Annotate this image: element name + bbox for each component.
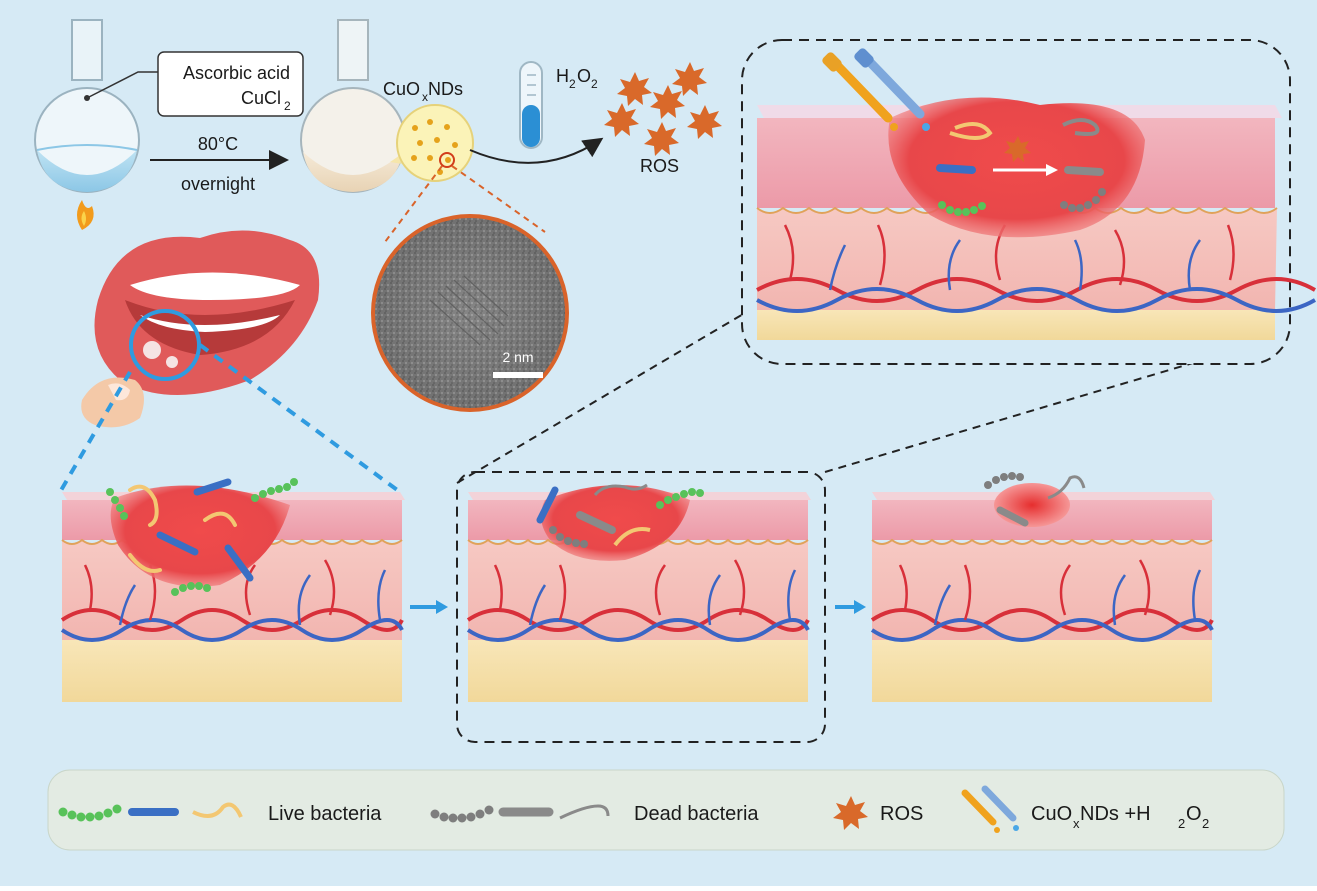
- reagent-line2-subscript: 2: [284, 99, 291, 113]
- product-label-subscript: x: [422, 90, 428, 104]
- legend-live-label: Live bacteria: [268, 803, 382, 825]
- zoom-line-left: [58, 370, 132, 494]
- dropper-icon: [822, 52, 898, 131]
- mouth-illustration: [81, 230, 320, 428]
- ros-cluster: [604, 62, 722, 156]
- legend-treatment-sub: x: [1073, 816, 1080, 831]
- legend-dead-bacteria-icons: [430, 804, 610, 823]
- ros-star-icon: [650, 85, 685, 119]
- skin-block-illustration: [60, 478, 405, 702]
- skin-block-illustration: [466, 483, 811, 702]
- reagent-box: [157, 51, 304, 117]
- legend-panel: [47, 769, 1285, 851]
- reagent-pointer-line: [86, 71, 158, 99]
- legend-live-bacteria-icons: [58, 802, 243, 822]
- legend-treatment-sub2: 2: [1178, 816, 1185, 831]
- lesion-highlight-circle: [129, 309, 201, 381]
- h2o2-sub1: 2: [569, 77, 576, 91]
- nanodot-droplet: [396, 104, 474, 182]
- legend-treatment-label: CuO: [1031, 803, 1072, 825]
- ros-star-icon: [604, 103, 639, 137]
- ros-star-icon: [687, 105, 722, 139]
- reagent-line2: CuCl: [241, 88, 281, 108]
- highlight-circle: [439, 152, 455, 168]
- h2o2-o: O: [577, 66, 591, 86]
- dropper-icon: [854, 48, 930, 131]
- legend-dead-label: Dead bacteria: [634, 803, 759, 825]
- test-tube-icon: [519, 61, 543, 149]
- treatment-dashed-frame: [456, 471, 826, 743]
- legend-ros-label: ROS: [880, 803, 923, 825]
- ros-star-icon: [672, 62, 707, 96]
- legend-treatment-mid: NDs +H: [1080, 803, 1151, 825]
- scale-bar-label: 2 nm: [502, 349, 533, 365]
- ros-star-icon: [644, 122, 679, 156]
- reaction-temperature: 80°C: [198, 134, 238, 154]
- reaction-duration: overnight: [181, 174, 255, 194]
- skin-block-illustration: [870, 472, 1215, 702]
- zoom-line-left: [384, 165, 443, 243]
- skin-block-illustration: [756, 97, 1317, 340]
- legend-ros-icon: [833, 796, 868, 830]
- product-label: CuO: [383, 79, 420, 99]
- zoom-line-right: [824, 351, 1231, 473]
- flame-icon: [77, 200, 94, 230]
- nanodots: [411, 119, 458, 175]
- progress-arrow-head: [436, 600, 448, 614]
- tem-image: 2 nm: [371, 214, 569, 412]
- zoom-line-left: [456, 309, 751, 484]
- product-label-suffix: NDs: [428, 79, 463, 99]
- round-flask-icon: [34, 19, 140, 193]
- h2o2-sub2: 2: [591, 77, 598, 91]
- ros-star-icon: [617, 72, 652, 106]
- scale-bar: [493, 372, 543, 378]
- ros-arrow: [469, 137, 604, 164]
- reagent-line1: Ascorbic acid: [183, 63, 290, 83]
- ros-label: ROS: [640, 156, 679, 176]
- legend-dropper-icon: [961, 785, 1019, 833]
- zoom-line-right: [198, 343, 402, 494]
- progress-arrow-head: [854, 600, 866, 614]
- h2o2-label: H: [556, 66, 569, 86]
- legend-treatment-o: O: [1186, 803, 1202, 825]
- zoom-line-right: [451, 165, 546, 233]
- legend-treatment-sub3: 2: [1202, 816, 1209, 831]
- round-flask-icon: [300, 19, 406, 193]
- ros-star-icon: [1004, 136, 1031, 162]
